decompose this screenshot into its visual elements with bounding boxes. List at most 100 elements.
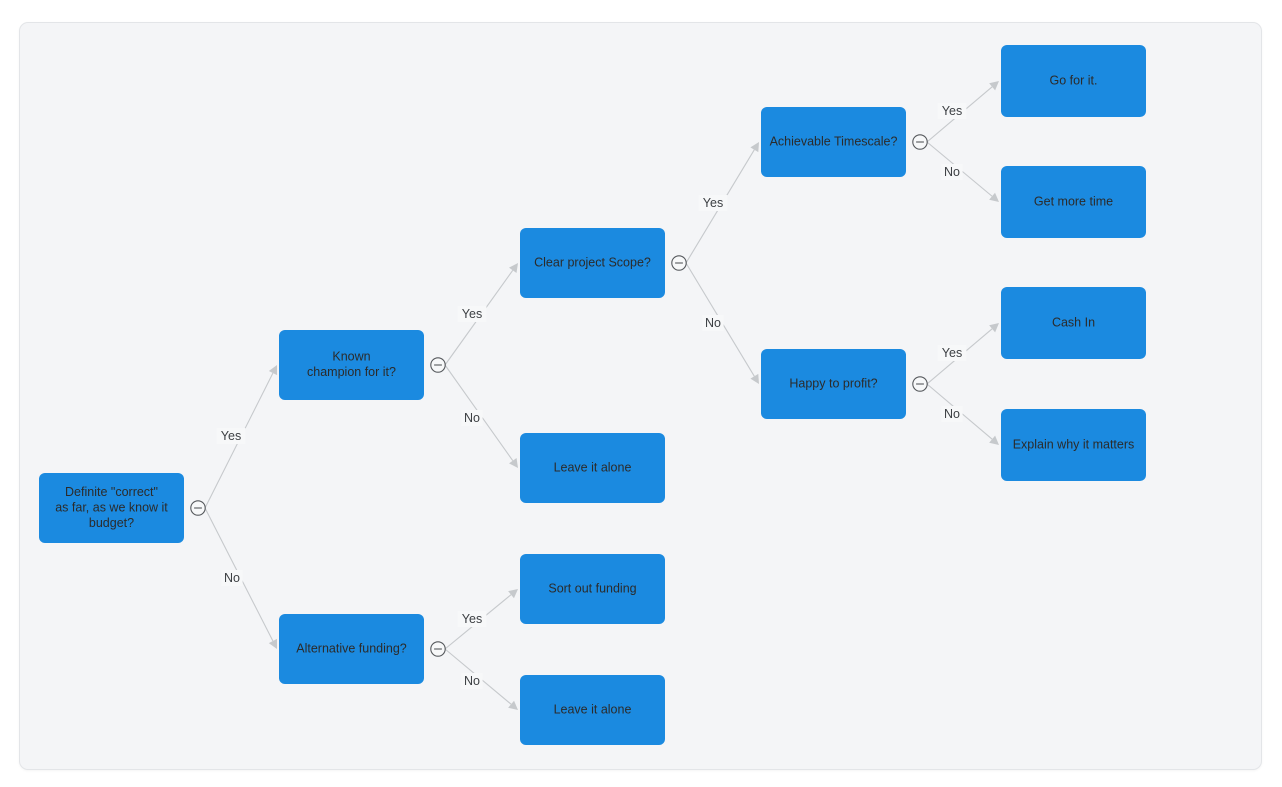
node-box[interactable] bbox=[1001, 409, 1146, 481]
edge-label-known-champion-to-leave-alone-1: No bbox=[461, 410, 483, 426]
node-label: budget? bbox=[89, 516, 134, 530]
node-label: Clear project Scope? bbox=[534, 255, 651, 269]
edge-label-background bbox=[941, 406, 963, 422]
edge-label-background bbox=[941, 164, 963, 180]
node-box[interactable] bbox=[520, 554, 665, 624]
edge-label-text: Yes bbox=[462, 612, 482, 626]
edge-label-happy-profit-to-cash-in: Yes bbox=[937, 345, 967, 361]
node-label: Cash In bbox=[1052, 315, 1095, 329]
edge-arrowhead-icon bbox=[509, 263, 518, 273]
node-label: Known bbox=[332, 350, 370, 364]
edge-label-achievable-timescale-to-go-for-it: Yes bbox=[937, 103, 967, 119]
edge-label-text: Yes bbox=[221, 429, 241, 443]
edge-label-background bbox=[937, 103, 967, 119]
edge-arrowhead-icon bbox=[989, 81, 999, 91]
edge-label-background bbox=[461, 410, 483, 426]
edge-label-alternative-funding-to-sort-funding: Yes bbox=[457, 611, 487, 627]
node-label: Definite "correct" bbox=[65, 485, 158, 499]
edge-arrowhead-icon bbox=[989, 435, 999, 445]
edge-arrowhead-icon bbox=[268, 638, 278, 649]
edge-label-text: No bbox=[464, 674, 480, 688]
node-box[interactable] bbox=[1001, 45, 1146, 117]
collapse-toggle-definite-correct-budget[interactable] bbox=[190, 500, 206, 516]
collapse-toggle-achievable-timescale[interactable] bbox=[912, 134, 928, 150]
node-box[interactable] bbox=[520, 433, 665, 503]
edge-label-background bbox=[698, 195, 728, 211]
node-label: Go for it. bbox=[1050, 73, 1098, 87]
node-go-for-it[interactable]: Go for it. bbox=[1001, 45, 1146, 117]
edge-arrowhead-icon bbox=[508, 700, 518, 710]
node-definite-correct-budget[interactable]: Definite "correct"as far, as we know it b… bbox=[39, 473, 184, 543]
collapse-toggles-layer bbox=[190, 134, 928, 657]
node-explain-why-it-matters[interactable]: Explain why it matters bbox=[1001, 409, 1146, 481]
node-leave-it-alone-upper[interactable]: Leave it alone bbox=[520, 433, 665, 503]
collapse-toggle-known-champion-for-it[interactable] bbox=[430, 357, 446, 373]
edge-arrowhead-icon bbox=[268, 365, 278, 376]
edge-arrowhead-icon bbox=[750, 142, 759, 153]
edge-label-text: No bbox=[224, 571, 240, 585]
collapse-toggle-clear-project-scope[interactable] bbox=[671, 255, 687, 271]
node-box[interactable] bbox=[39, 473, 184, 543]
edge-label-root-to-alternative-funding: No bbox=[221, 570, 243, 586]
node-label: Achievable Timescale? bbox=[770, 134, 898, 148]
edge-label-clear-scope-to-happy-profit: No bbox=[702, 315, 724, 331]
diagram-canvas bbox=[19, 22, 1262, 770]
node-alternative-funding[interactable]: Alternative funding? bbox=[279, 614, 424, 684]
node-box[interactable] bbox=[279, 614, 424, 684]
edge-label-background bbox=[457, 306, 487, 322]
collapse-toggle-happy-to-profit[interactable] bbox=[912, 376, 928, 392]
edge-achievable-timescale-to-get-more-time[interactable] bbox=[926, 141, 999, 202]
edge-label-background bbox=[702, 315, 724, 331]
edge-label-text: Yes bbox=[703, 196, 723, 210]
edge-label-text: Yes bbox=[942, 104, 962, 118]
node-box[interactable] bbox=[279, 330, 424, 400]
edge-arrowhead-icon bbox=[750, 373, 759, 384]
collapse-toggle-alternative-funding[interactable] bbox=[430, 641, 446, 657]
node-box[interactable] bbox=[1001, 287, 1146, 359]
node-label: as far, as we know it bbox=[55, 500, 168, 514]
nodes-layer: Definite "correct"as far, as we know it b… bbox=[39, 45, 1146, 745]
edge-label-text: Yes bbox=[942, 346, 962, 360]
node-box[interactable] bbox=[520, 675, 665, 745]
node-clear-project-scope[interactable]: Clear project Scope? bbox=[520, 228, 665, 298]
edge-label-background bbox=[216, 428, 246, 444]
edge-label-background bbox=[457, 611, 487, 627]
edge-label-text: No bbox=[944, 165, 960, 179]
node-label: Sort out funding bbox=[548, 581, 636, 595]
edge-label-background bbox=[221, 570, 243, 586]
edge-label-background bbox=[461, 673, 483, 689]
edge-label-text: Yes bbox=[462, 307, 482, 321]
node-box[interactable] bbox=[520, 228, 665, 298]
node-box[interactable] bbox=[761, 107, 906, 177]
node-label: Happy to profit? bbox=[789, 376, 877, 390]
edge-arrowhead-icon bbox=[989, 192, 999, 202]
edge-arrowhead-icon bbox=[509, 457, 518, 468]
node-sort-out-funding[interactable]: Sort out funding bbox=[520, 554, 665, 624]
node-label: Explain why it matters bbox=[1013, 437, 1135, 451]
edge-label-background bbox=[937, 345, 967, 361]
node-achievable-timescale[interactable]: Achievable Timescale? bbox=[761, 107, 906, 177]
edge-arrowhead-icon bbox=[989, 323, 999, 333]
node-happy-to-profit[interactable]: Happy to profit? bbox=[761, 349, 906, 419]
node-get-more-time[interactable]: Get more time bbox=[1001, 166, 1146, 238]
edge-label-text: No bbox=[705, 316, 721, 330]
edge-happy-profit-to-explain-matters[interactable] bbox=[926, 383, 999, 445]
node-label: Alternative funding? bbox=[296, 641, 407, 655]
edge-label-clear-scope-to-achievable-timescale: Yes bbox=[698, 195, 728, 211]
node-label: Get more time bbox=[1034, 194, 1113, 208]
edge-label-alternative-funding-to-leave-alone-2: No bbox=[461, 673, 483, 689]
edge-label-root-to-known-champion: Yes bbox=[216, 428, 246, 444]
node-label: Leave it alone bbox=[554, 460, 632, 474]
edge-label-happy-profit-to-explain-matters: No bbox=[941, 406, 963, 422]
edge-label-text: No bbox=[464, 411, 480, 425]
node-leave-it-alone-lower[interactable]: Leave it alone bbox=[520, 675, 665, 745]
edge-label-achievable-timescale-to-get-more-time: No bbox=[941, 164, 963, 180]
node-label: Leave it alone bbox=[554, 702, 632, 716]
node-cash-in[interactable]: Cash In bbox=[1001, 287, 1146, 359]
edge-label-known-champion-to-clear-scope: Yes bbox=[457, 306, 487, 322]
node-box[interactable] bbox=[1001, 166, 1146, 238]
node-box[interactable] bbox=[761, 349, 906, 419]
